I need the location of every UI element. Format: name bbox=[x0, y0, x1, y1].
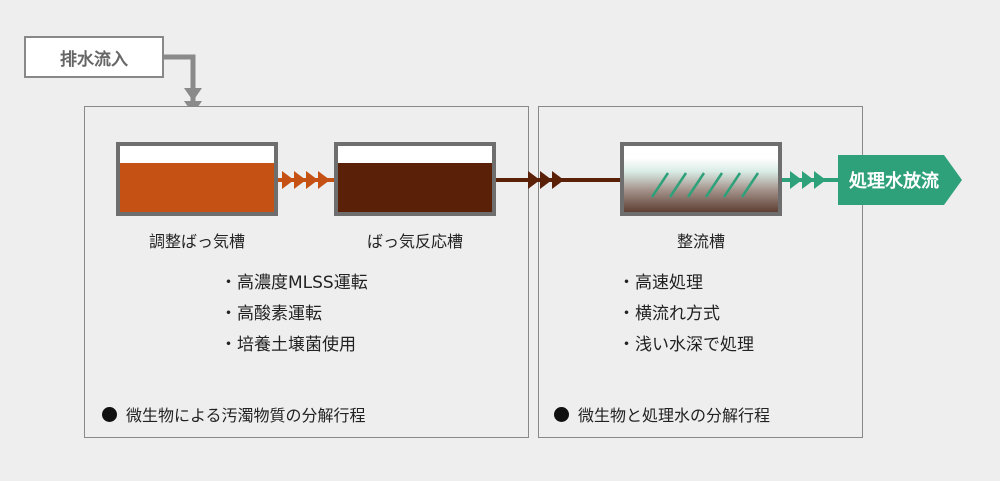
tank-3-label: 整流槽 bbox=[676, 232, 725, 251]
inlet-arrow-1 bbox=[184, 88, 202, 101]
list-item: 培養土壌菌使用 bbox=[220, 330, 368, 361]
bullet-dot-icon bbox=[554, 406, 569, 422]
bullet-dot-icon bbox=[102, 406, 117, 422]
left-bullet-list: 高濃度MLSS運転 高酸素運転 培養土壌菌使用 bbox=[220, 268, 368, 361]
flow-straightening-tank bbox=[620, 142, 782, 216]
tank-1-label: 調整ばっ気槽 bbox=[148, 232, 245, 251]
outlet-label: 処理水放流 bbox=[849, 171, 939, 192]
list-item: 高濃度MLSS運転 bbox=[220, 268, 368, 299]
tank-2-label: ばっ気反応槽 bbox=[366, 232, 463, 251]
right-bullet-list: 高速処理 横流れ方式 浅い水深で処理 bbox=[618, 268, 754, 361]
list-item: 高速処理 bbox=[618, 268, 754, 299]
list-item: 横流れ方式 bbox=[618, 299, 754, 330]
list-item: 高酸素運転 bbox=[220, 299, 368, 330]
left-footer-text: 微生物による汚濁物質の分解行程 bbox=[126, 406, 366, 425]
tank-liquid-brown bbox=[338, 163, 492, 212]
list-item: 浅い水深で処理 bbox=[618, 330, 754, 361]
settling-plates bbox=[624, 158, 778, 212]
inlet-box: 排水流入 bbox=[24, 36, 164, 78]
outlet-box: 処理水放流 bbox=[838, 155, 962, 205]
aeration-reaction-tank bbox=[334, 142, 496, 216]
adjustment-aeration-tank bbox=[116, 142, 278, 216]
tank-liquid-orange bbox=[120, 163, 274, 212]
right-panel-footer: 微生物と処理水の分解行程 bbox=[554, 402, 770, 426]
left-panel-footer: 微生物による汚濁物質の分解行程 bbox=[102, 402, 366, 426]
right-footer-text: 微生物と処理水の分解行程 bbox=[578, 406, 771, 425]
outlet-arrow-shape bbox=[838, 155, 962, 205]
inlet-label: 排水流入 bbox=[60, 49, 128, 70]
